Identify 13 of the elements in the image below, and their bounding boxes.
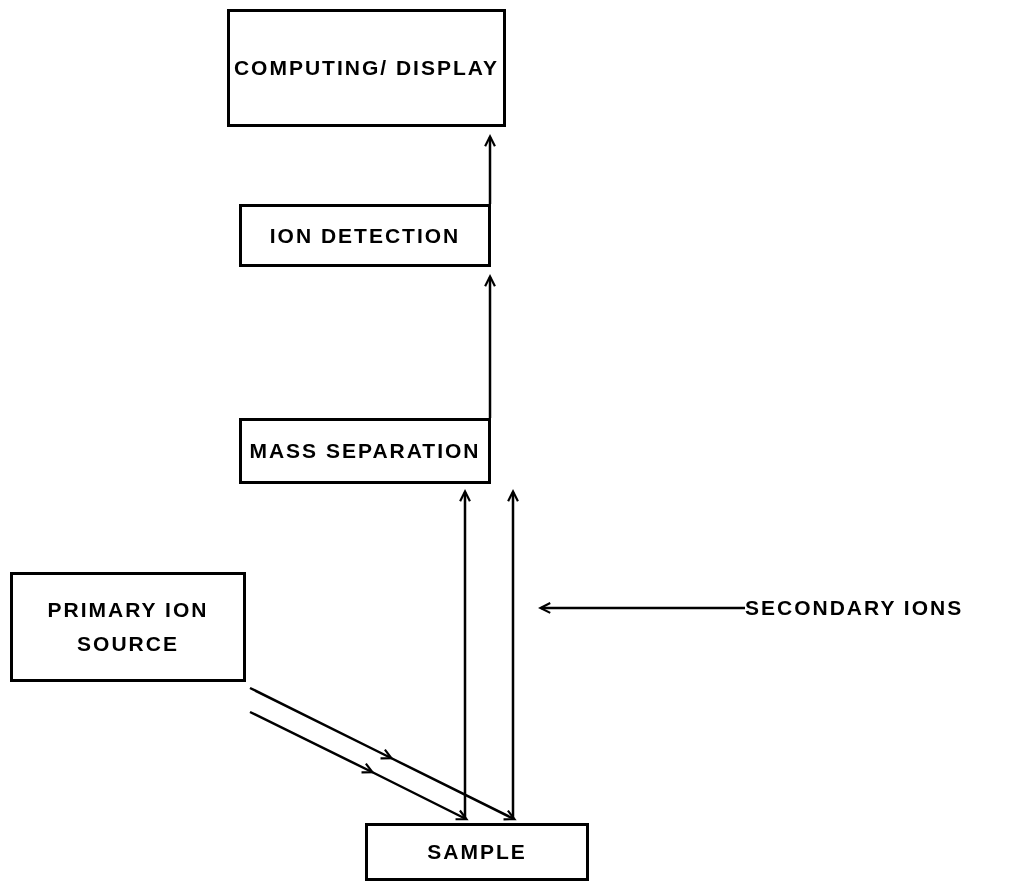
process-box: COMPUTING/ DISPLAY: [227, 9, 506, 127]
arrow: [249, 686, 517, 821]
text-label: SECONDARY IONS: [745, 590, 1003, 626]
process-box: MASS SEPARATION: [239, 418, 491, 484]
arrow: [539, 602, 745, 614]
process-box: PRIMARY ION SOURCE: [10, 572, 246, 682]
arrow: [507, 490, 519, 819]
arrow: [459, 490, 471, 819]
arrow: [484, 135, 496, 204]
arrow: [249, 710, 469, 821]
process-box: ION DETECTION: [239, 204, 491, 267]
process-box: SAMPLE: [365, 823, 589, 881]
arrow: [484, 275, 496, 418]
